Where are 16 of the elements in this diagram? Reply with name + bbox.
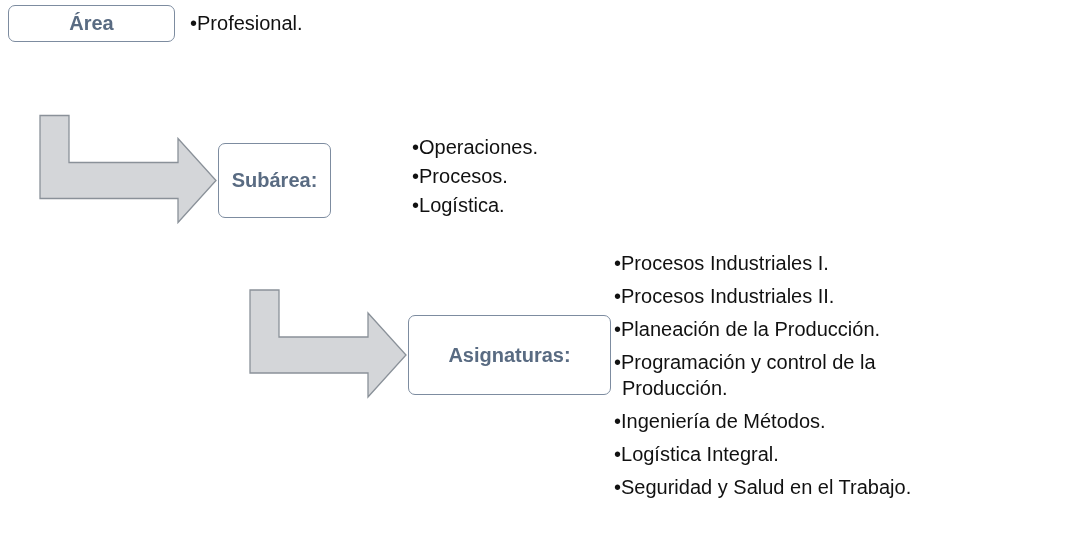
block-arrow bbox=[249, 289, 407, 399]
list-item: •Profesional. bbox=[190, 11, 303, 35]
list-item: •Ingeniería de Métodos. bbox=[614, 409, 826, 434]
list-item: •Programación y control de la Producción. bbox=[614, 350, 877, 401]
block-arrow bbox=[39, 114, 217, 225]
list-item: •Procesos Industriales II. bbox=[614, 284, 835, 309]
label-box: Subárea: bbox=[218, 143, 331, 218]
list-item: •Procesos. bbox=[412, 164, 508, 188]
list-item: •Seguridad y Salud en el Trabajo. bbox=[614, 475, 912, 500]
list-item: •Operaciones. bbox=[412, 135, 538, 159]
label-box: Área bbox=[8, 5, 175, 42]
label-box: Asignaturas: bbox=[408, 315, 611, 395]
list-item: •Logística. bbox=[412, 193, 505, 217]
list-item: •Logística Integral. bbox=[614, 442, 779, 467]
list-item: •Planeación de la Producción. bbox=[614, 317, 881, 342]
list-item: •Procesos Industriales I. bbox=[614, 251, 829, 276]
